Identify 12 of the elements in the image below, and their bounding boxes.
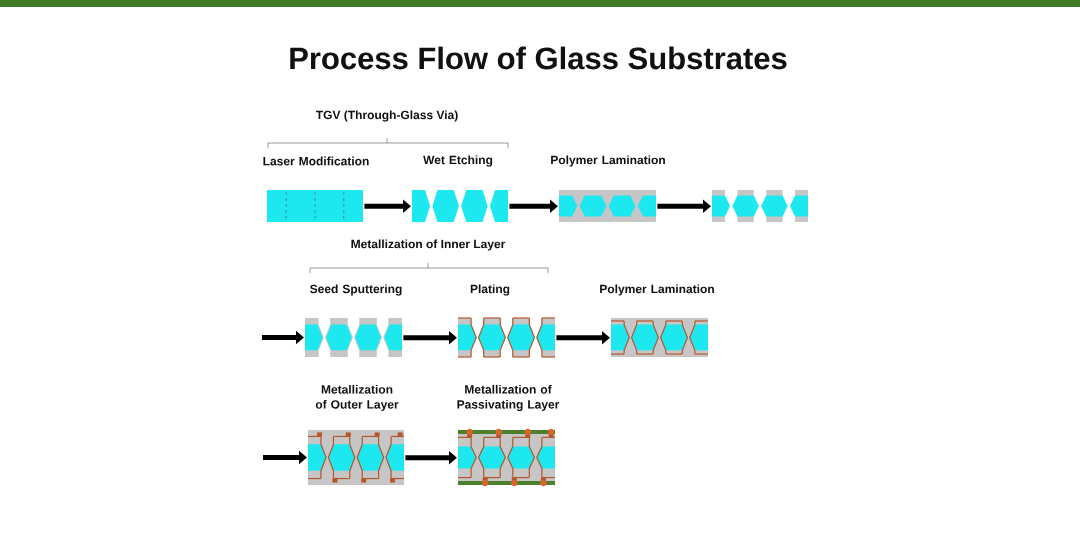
step-label: Metallization of Outer Layer <box>315 384 399 412</box>
step-label: Polymer Lamination <box>600 284 714 296</box>
step-label: Seed Sputtering <box>310 284 402 296</box>
cross-section-drawing <box>712 190 808 222</box>
step-label: Laser Modification <box>263 156 369 166</box>
group-label: TGV (Through-Glass Via) <box>315 110 458 122</box>
step-label: Wet Etching <box>423 155 493 167</box>
step-label: Plating <box>470 284 510 296</box>
title: Process Flow of Glass Substrates <box>290 46 787 70</box>
step-label: Metallization of Passivating Layer <box>457 384 560 412</box>
step-label: Polymer Lamination <box>551 155 665 167</box>
group-label: Metallization of Inner Layer <box>351 239 506 251</box>
